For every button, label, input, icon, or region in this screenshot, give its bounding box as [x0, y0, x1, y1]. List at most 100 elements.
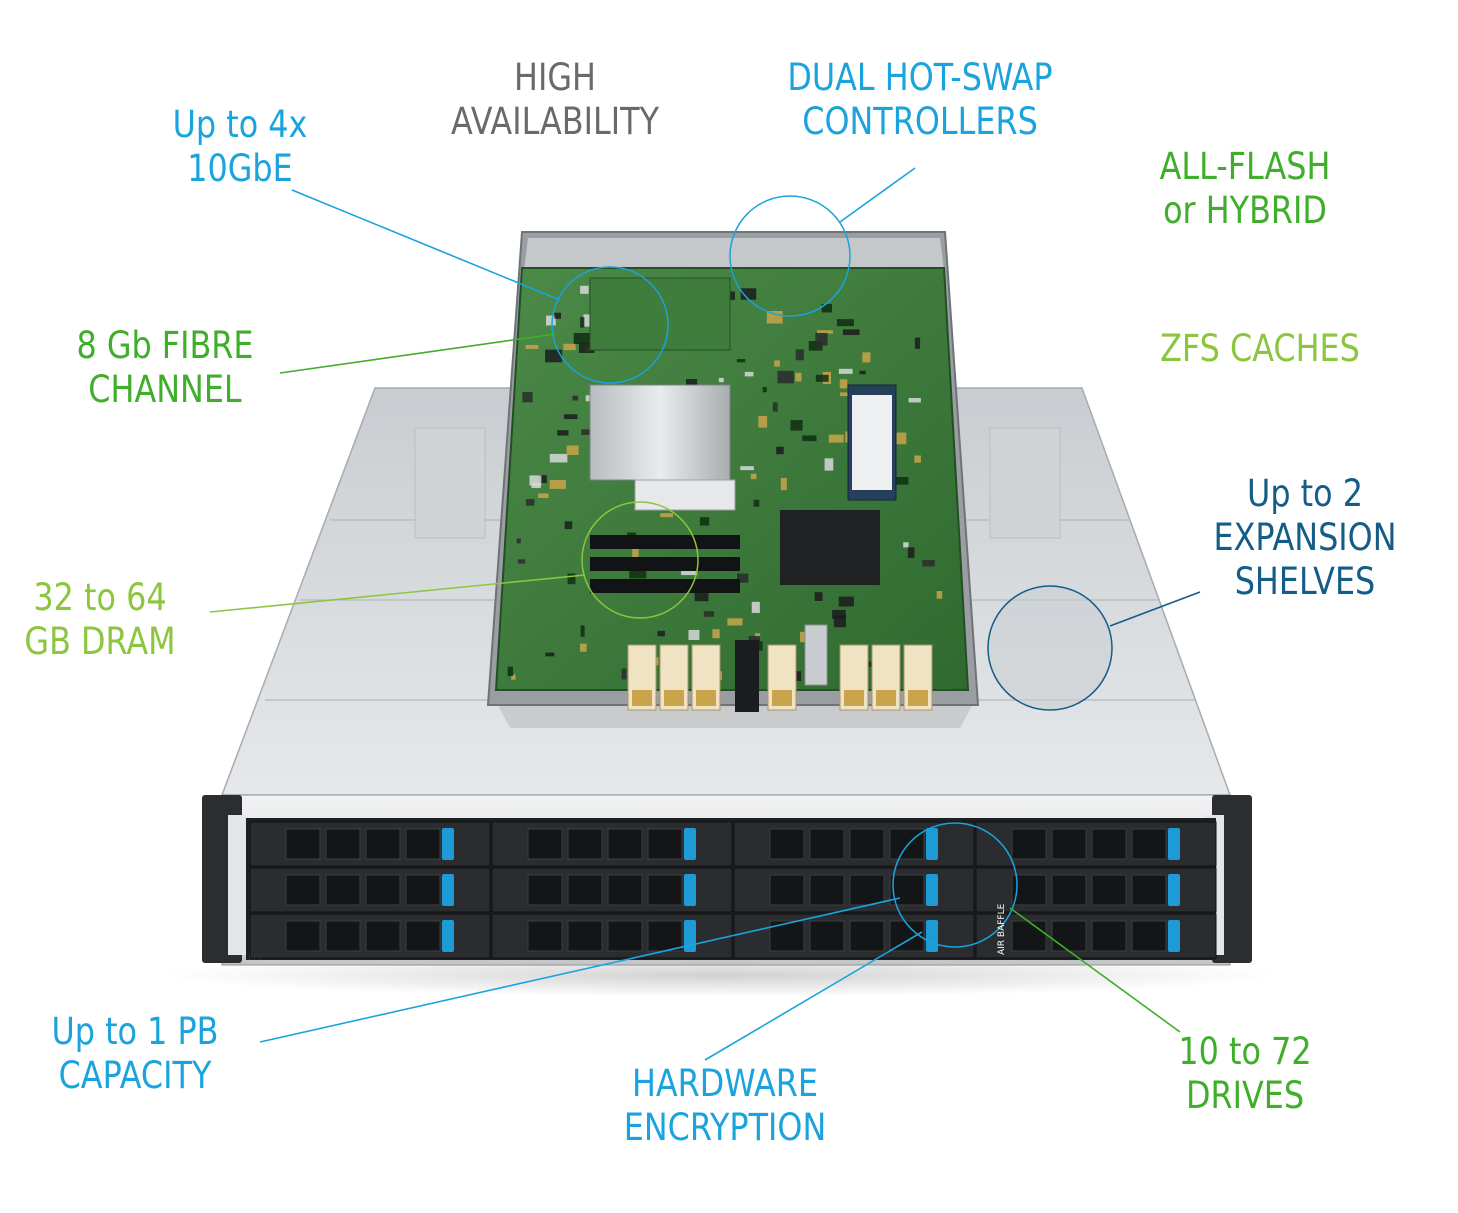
label-all-flash: ALL-FLASH or HYBRID — [1129, 145, 1361, 233]
drive-grille — [1011, 874, 1047, 906]
drive-grille — [527, 920, 563, 952]
label-line: DUAL HOT-SWAP — [787, 56, 1053, 99]
board-chip — [799, 631, 809, 643]
leader-expansion — [1109, 591, 1201, 627]
board-chip — [744, 371, 754, 377]
label-line: 8 Gb FIBRE — [76, 324, 254, 367]
board-chip — [795, 349, 804, 361]
board-chip — [511, 674, 516, 680]
board-chip — [657, 630, 665, 637]
board-chip — [914, 455, 921, 463]
board-chip — [538, 475, 547, 484]
board-chip — [836, 319, 854, 327]
label-line: CONTROLLERS — [802, 100, 1038, 143]
leader-network — [291, 189, 561, 301]
leader-encryption — [704, 931, 923, 1061]
drive-grille — [285, 828, 321, 860]
label-zfs-caches: ZFS CACHES — [1131, 327, 1389, 371]
callout-circle-controllers — [729, 195, 851, 317]
drive-grille — [567, 920, 603, 952]
connector-pins — [908, 690, 928, 706]
board-chip — [686, 379, 698, 386]
chipset-heatsink — [780, 510, 880, 585]
board-chip — [840, 392, 854, 397]
drive-grille — [405, 828, 441, 860]
board-chip — [736, 359, 746, 363]
leader-controllers — [839, 167, 916, 223]
board-chip — [531, 483, 541, 489]
board-chip — [762, 386, 767, 393]
board-chip — [914, 337, 921, 349]
label-line: Up to 2 — [1247, 472, 1363, 515]
drive-grille — [365, 828, 401, 860]
board-chip — [753, 499, 760, 507]
board-chip — [838, 368, 853, 374]
board-chip — [563, 414, 578, 420]
board-chip — [621, 668, 627, 680]
drive-grille — [325, 828, 361, 860]
drive-grille — [647, 874, 683, 906]
board-chip — [774, 360, 780, 367]
label-line: HIGH — [514, 56, 596, 99]
drive-grille — [849, 920, 885, 952]
drive-grille — [285, 874, 321, 906]
board-chip — [563, 343, 576, 351]
label-line: CAPACITY — [58, 1054, 212, 1097]
board-chip — [815, 374, 829, 382]
board-chip — [802, 435, 817, 442]
network-card — [589, 277, 731, 351]
board-chip — [580, 643, 587, 652]
drive-grille — [889, 920, 925, 952]
drive-grille — [1051, 874, 1087, 906]
dimm-slot — [590, 579, 740, 593]
label-line: or HYBRID — [1163, 189, 1327, 232]
drive-grille — [285, 920, 321, 952]
label-high-availability: HIGH AVAILABILITY — [422, 56, 689, 144]
drive-grille — [607, 874, 643, 906]
dimm-module — [634, 479, 736, 511]
drive-grille — [769, 828, 805, 860]
drive-latch — [926, 920, 938, 952]
board-chip — [794, 671, 802, 682]
board-chip — [776, 446, 784, 455]
drive-grille — [365, 874, 401, 906]
board-chip — [817, 330, 834, 334]
lid-label-plate — [414, 427, 486, 539]
leader-fibre — [279, 333, 556, 374]
drive-grille — [1131, 828, 1167, 860]
connector-pins — [632, 690, 652, 706]
drive-grille — [889, 828, 925, 860]
drive-grille — [809, 920, 845, 952]
board-chip — [522, 392, 533, 403]
board-chip — [790, 420, 803, 431]
connector-pins — [772, 690, 792, 706]
drive-latch — [684, 920, 696, 952]
board-chip — [727, 618, 743, 626]
board-chip — [903, 542, 909, 548]
board-chip — [627, 532, 637, 537]
label-line: ENCRYPTION — [623, 1106, 827, 1149]
drive-grille — [809, 828, 845, 860]
board-chip — [751, 601, 760, 613]
dimm-slot — [590, 557, 740, 571]
board-chip — [740, 466, 754, 471]
board-chip — [740, 288, 757, 300]
drive-latch — [1168, 828, 1180, 860]
connector-pins — [696, 690, 716, 706]
label-line: 32 to 64 — [33, 576, 167, 619]
drive-bays — [249, 821, 1217, 959]
board-chip — [808, 341, 823, 351]
lid-label-plate — [989, 427, 1061, 539]
board-chip — [538, 493, 549, 499]
connector-pins — [664, 690, 684, 706]
board-chip — [573, 332, 590, 345]
board-chip — [862, 352, 871, 363]
board-chip — [581, 429, 591, 435]
board-chip — [578, 343, 595, 353]
board-chip — [632, 545, 639, 559]
board-chip — [892, 432, 907, 445]
board-chip — [517, 559, 526, 564]
board-chip — [772, 402, 778, 412]
drive-grille — [647, 828, 683, 860]
